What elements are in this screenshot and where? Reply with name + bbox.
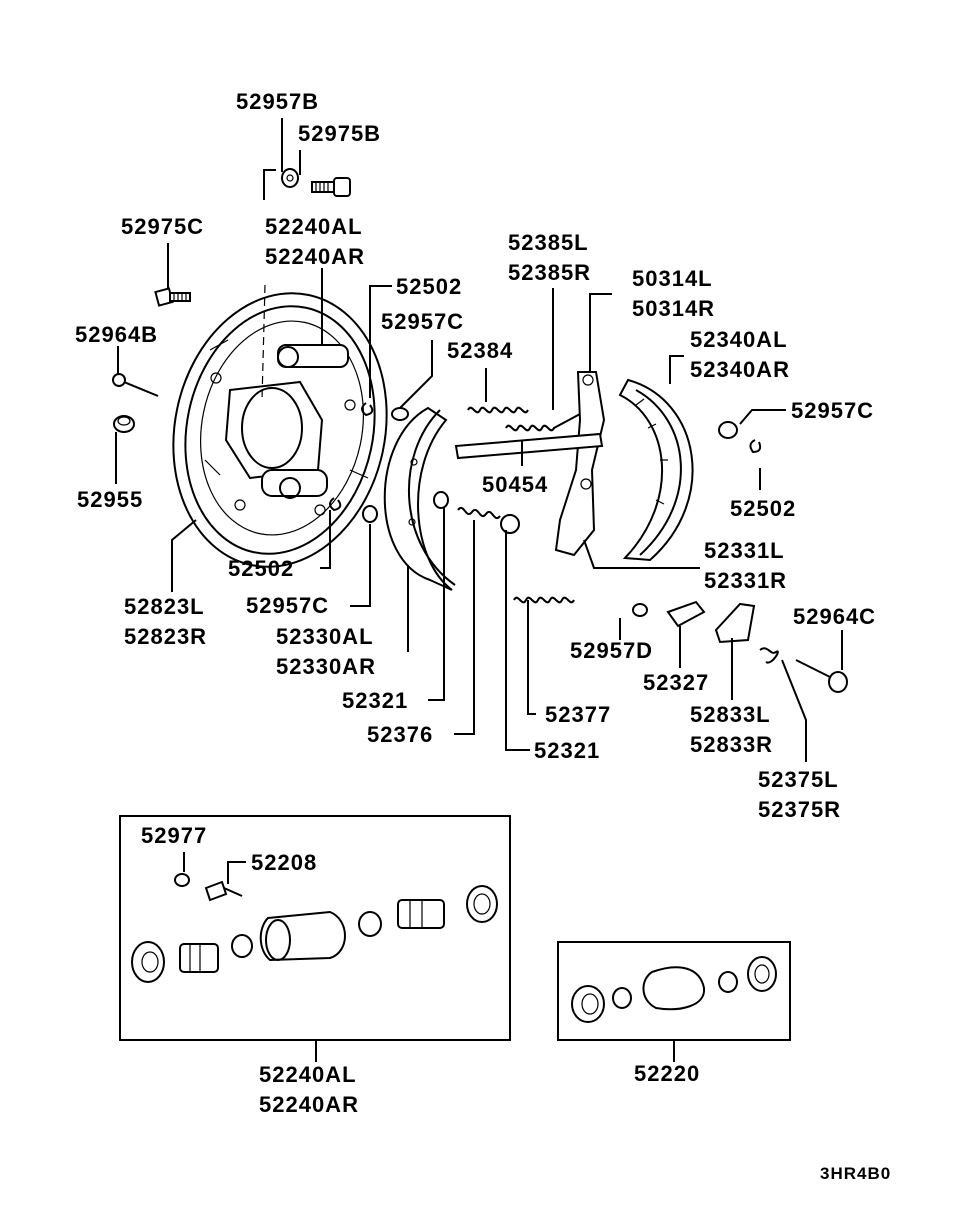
callout-50454: 50454 [482,472,549,497]
repair-kit-box [557,941,791,1062]
washer-52957d [632,603,648,617]
callout-52376: 52376 [367,722,434,747]
adjuster-52833 [714,602,756,644]
cup-52321-b [500,514,520,534]
clip-52502-right [749,439,762,454]
spring-52377 [513,596,575,604]
brake-shoe-right [618,378,694,562]
clip-52502-lower [329,497,342,512]
callout-52384: 52384 [447,338,514,363]
callout-50314: 50314L 50314R [632,266,716,321]
pin-52964c [795,659,848,693]
strut-50454 [454,432,604,460]
callout-52957c-a: 52957C [381,309,465,334]
callout-52957c-b: 52957C [791,398,875,423]
callout-52385: 52385L 52385R [508,230,592,285]
callout-52502-b: 52502 [730,496,797,521]
callout-52955: 52955 [77,487,144,512]
callout-52977: 52977 [141,823,208,848]
callout-52502-a: 52502 [396,274,463,299]
brake-shoe-left [383,406,456,591]
callout-52964b: 52964B [75,322,159,347]
clip-52502-upper [361,402,374,417]
callout-52321-a: 52321 [342,688,409,713]
washer-52957c-a [391,407,409,421]
callout-52975b: 52975B [298,121,382,146]
bolt-52975c [154,287,191,307]
washer-52957b [281,168,299,188]
callout-52957c-c: 52957C [246,593,330,618]
callout-52208: 52208 [251,850,318,875]
leader-lines [115,118,843,762]
callout-52823: 52823L 52823R [124,594,208,649]
backing-plate [172,284,388,568]
lever-52327 [666,600,706,628]
callout-52340a: 52340AL 52340AR [690,327,790,382]
callout-52377: 52377 [545,702,612,727]
washer-52957c-c [718,421,738,439]
callout-52975c: 52975C [121,214,205,239]
bolt-52975b [311,177,351,197]
pin-52964b [112,373,159,397]
wheel-cylinder-kit-box [119,815,511,1062]
callout-52964c: 52964C [793,604,877,629]
callout-52957b: 52957B [236,89,320,114]
callout-52331: 52331L 52331R [704,538,788,593]
spring-52375 [759,647,779,664]
plug-52955 [113,415,135,433]
figure-code: 3HR4B0 [820,1164,892,1183]
callout-52240a-bottom: 52240AL 52240AR [259,1062,359,1117]
spring-52384 [467,406,529,414]
washer-52957c-b [362,505,378,523]
callout-52327: 52327 [643,670,710,695]
callout-52502-c: 52502 [228,556,295,581]
callout-52330a: 52330AL 52330AR [276,624,376,679]
callout-52375: 52375L 52375R [758,767,842,822]
callout-52833: 52833L 52833R [690,702,774,757]
cup-52321-a [433,491,449,509]
callout-52220: 52220 [634,1061,701,1086]
parking-lever [554,371,606,557]
callout-52957d: 52957D [570,638,654,663]
callout-52321-b: 52321 [534,738,601,763]
spring-52385 [505,413,581,432]
spring-52376 [457,507,501,519]
callout-52240a-top: 52240AL 52240AR [265,214,365,269]
